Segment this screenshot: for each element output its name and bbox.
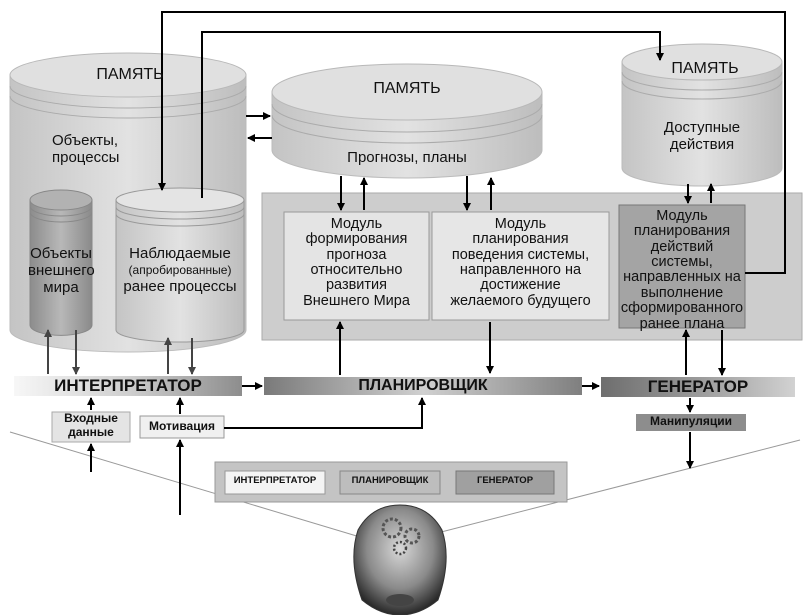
manipulation-box-bg	[636, 414, 746, 431]
memory-right-text: Доступные действия	[663, 119, 741, 153]
memory-right-cylinder	[621, 43, 783, 187]
observed-processes-cylinder	[115, 187, 245, 343]
interpreter-memory-links	[44, 329, 196, 375]
strip-generator: ГЕНЕРАТОР	[476, 475, 534, 486]
external-objects-label: Объекты внешнего мира	[28, 245, 95, 296]
connections	[87, 11, 786, 515]
module-forecast: Модуль формирования прогноза относительн…	[303, 216, 410, 309]
manipulation-label: Манипуляции	[650, 414, 732, 428]
strip-interpreter: ИНТЕРПРЕТАТОР	[233, 475, 317, 486]
memory-center-text: Прогнозы, планы	[347, 149, 467, 166]
input-data-box-bg	[51, 411, 131, 443]
strip-planner: ПЛАНИРОВЩИК	[351, 475, 429, 486]
observed-processes-line3: ранее процессы	[123, 278, 237, 295]
memory-left-title: ПАМЯТЬ	[96, 66, 164, 83]
perspective-lines	[9, 431, 801, 541]
module-planning: Модуль планирования поведения системы, н…	[450, 216, 591, 309]
input-data-label: Входные данные	[64, 411, 118, 439]
memory-left-text: Объекты, процессы	[52, 132, 120, 166]
memory-right-title: ПАМЯТЬ	[671, 60, 739, 77]
motivation-label: Мотивация	[149, 419, 215, 433]
bottom-strip	[214, 461, 568, 503]
interpreter-bar: ИНТЕРПРЕТАТОР	[54, 376, 202, 395]
modules-panel	[261, 192, 803, 341]
planner-bar: ПЛАНИРОВЩИК	[358, 377, 488, 394]
module-actions: Модуль планирования действий системы, на…	[620, 208, 744, 332]
memory-center-cylinder	[271, 63, 543, 179]
interpreter-bar-bg	[14, 376, 242, 396]
observed-processes-line1: Наблюдаемые	[129, 245, 231, 262]
generator-bar-bg	[601, 377, 795, 397]
planner-bar-bg	[264, 377, 582, 395]
observed-processes-line2: (апробированные)	[128, 263, 232, 277]
generator-bar: ГЕНЕРАТОР	[647, 377, 749, 396]
head-with-gears-icon	[353, 504, 447, 615]
external-objects-cylinder	[29, 189, 93, 336]
memory-center-title: ПАМЯТЬ	[373, 80, 441, 97]
